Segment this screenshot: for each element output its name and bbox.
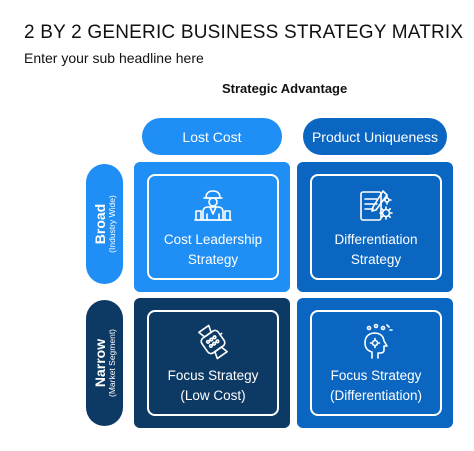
column-header-label: Product Uniqueness — [311, 128, 439, 145]
quadrant-subtitle: Strategy — [187, 252, 239, 267]
worker-icon — [194, 190, 232, 221]
quadrant-frame: Cost Leadership Strategy — [147, 174, 279, 280]
quadrant-title: Focus Strategy — [330, 368, 422, 383]
column-header-low-cost: Lost Cost — [142, 118, 282, 155]
quadrant-subtitle: (Low Cost) — [180, 388, 246, 403]
quadrant-subtitle: (Differentiation) — [329, 388, 423, 403]
quadrant-frame: Differentiation Strategy — [310, 174, 442, 280]
page-subtitle: Enter your sub headline here — [24, 50, 204, 66]
row-header-sublabel: (Market Segment) — [106, 328, 117, 398]
head-gears-icon — [364, 323, 393, 359]
row-header-broad: Broad (Industry Wide) — [86, 164, 123, 284]
quadrant-title: Focus Strategy — [167, 368, 259, 383]
quadrant-differentiation: Differentiation Strategy — [297, 162, 453, 292]
quadrant-focus-low-cost: Focus Strategy (Low Cost) — [134, 298, 290, 428]
row-header-narrow: Narrow (Market Segment) — [86, 300, 123, 426]
quadrant-title: Cost Leadership — [163, 232, 263, 247]
quadrant-frame: Focus Strategy (Differentiation) — [310, 310, 442, 416]
quadrant-title: Differentiation — [334, 232, 418, 247]
row-header-label: Narrow — [91, 338, 108, 388]
quadrant-focus-differentiation: Focus Strategy (Differentiation) — [297, 298, 453, 428]
page-title: 2 BY 2 GENERIC BUSINESS STRATEGY MATRIX — [24, 22, 464, 43]
smartwatch-icon — [198, 324, 228, 360]
quadrant-cost-leadership: Cost Leadership Strategy — [134, 162, 290, 292]
tools-gears-icon — [360, 190, 393, 221]
row-header-sublabel: (Industry Wide) — [106, 195, 117, 253]
quadrant-frame: Focus Strategy (Low Cost) — [147, 310, 279, 416]
quadrant-subtitle: Strategy — [350, 252, 402, 267]
column-header-product-uniqueness: Product Uniqueness — [303, 118, 447, 155]
column-header-label: Lost Cost — [182, 128, 242, 145]
column-axis-title: Strategic Advantage — [222, 81, 348, 96]
row-header-label: Broad — [91, 203, 108, 245]
